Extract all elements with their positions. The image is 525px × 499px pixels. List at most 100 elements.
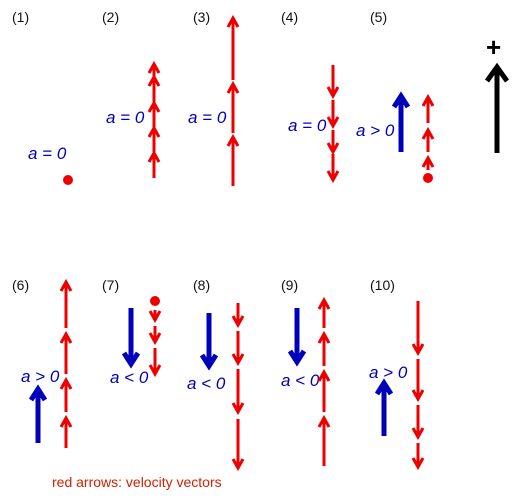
panel-3-number: (3): [193, 9, 210, 25]
panel-2-acceleration-label: a = 0: [106, 108, 145, 127]
panel-5-velocity-arrow: [421, 126, 435, 152]
panel-6-velocity-arrow-head: [59, 376, 73, 390]
panel-5-position-dot: [423, 173, 433, 183]
panel-9-velocity-arrow: [317, 368, 331, 412]
panel-5-acceleration-label: a > 0: [356, 121, 395, 140]
panel-8-velocity-arrow: [231, 369, 245, 416]
panel-4-velocity-arrow-head: [326, 86, 340, 100]
caption: red arrows: velocity vectors: [52, 474, 222, 490]
panel-3-velocity-arrow: [226, 133, 240, 186]
panel-5-velocity-arrow-head: [421, 126, 435, 140]
panel-2-velocity-arrow-head: [147, 99, 161, 113]
panel-9-velocity-arrow: [317, 296, 331, 328]
panel-4-velocity-arrow-head: [326, 170, 340, 184]
panel-10-velocity-arrow: [411, 301, 425, 357]
panel-10-velocity-arrow-head: [411, 457, 425, 471]
panel-7-velocity-arrow-head: [148, 332, 162, 346]
panel-5-velocity-arrow: [421, 154, 435, 170]
panel-7-velocity-arrow-head: [148, 364, 162, 378]
positive-direction-arrow-head: [484, 62, 510, 83]
panel-2-velocity-arrow-head: [147, 60, 161, 74]
panel-5-velocity-arrow-head: [421, 154, 435, 168]
panel-10-velocity-arrow: [411, 405, 425, 441]
panel-8-number: (8): [193, 277, 210, 293]
panel-4-velocity-arrow: [326, 100, 340, 130]
panel-9-velocity-arrow-head: [317, 296, 331, 310]
panel-9-acceleration-arrow-head: [287, 349, 307, 367]
panel-5-velocity-arrow: [421, 93, 435, 123]
panel-5-number: (5): [370, 9, 387, 25]
panel-2-velocity-arrow-head: [147, 149, 161, 163]
panel-6-number: (6): [12, 277, 29, 293]
panel-7-velocity-arrow: [148, 326, 162, 346]
panel-2-velocity-arrow: [147, 149, 161, 178]
panel-3-velocity-arrow: [226, 14, 240, 80]
panel-7-acceleration-arrow: [121, 308, 141, 369]
panel-8-velocity-arrow: [231, 419, 245, 472]
panel-6-acceleration-arrow-head: [28, 384, 48, 402]
panel-9-velocity-arrow: [317, 414, 331, 466]
panel-2-velocity-arrow: [147, 60, 161, 78]
panel-6-velocity-arrow-head: [59, 414, 73, 428]
panel-3-velocity-arrow-head: [226, 133, 240, 147]
panel-8-acceleration-label: a < 0: [187, 374, 226, 393]
panel-8-velocity-arrow-head: [231, 353, 245, 367]
panel-2-velocity-arrow: [147, 124, 161, 152]
panel-6-velocity-arrow: [59, 376, 73, 412]
panel-9-velocity-arrow-head: [317, 414, 331, 428]
panel-2-velocity-arrow: [147, 73, 161, 102]
panel-8-velocity-arrow-head: [231, 315, 245, 329]
panel-10-number: (10): [370, 277, 395, 293]
panel-6-velocity-arrow: [59, 414, 73, 448]
panel-4-acceleration-label: a = 0: [288, 116, 327, 135]
panel-7-acceleration-arrow-head: [121, 351, 141, 369]
panel-7-position-dot: [150, 296, 160, 306]
panel-8-velocity-arrow: [231, 303, 245, 329]
panel-1-position-dot: [63, 175, 73, 185]
panel-7-velocity-arrow: [148, 310, 162, 324]
panel-4-velocity-arrow: [326, 130, 340, 156]
panel-3-velocity-arrow-head: [226, 14, 240, 28]
panel-4-velocity-arrow: [326, 65, 340, 100]
panel-7-velocity-arrow-head: [148, 310, 162, 324]
panel-5-velocity-arrow-head: [421, 93, 435, 107]
panel-4-velocity-arrow-head: [326, 116, 340, 130]
panel-9-acceleration-label: a < 0: [281, 371, 320, 390]
panel-10-velocity-arrow-head: [411, 389, 425, 403]
positive-direction-label: +: [486, 32, 501, 62]
panel-1-acceleration-label: a = 0: [28, 144, 67, 163]
panel-9-acceleration-arrow: [287, 308, 307, 367]
panel-10-acceleration-arrow: [374, 378, 394, 436]
panel-10-acceleration-label: a > 0: [369, 363, 408, 382]
panel-1-number: (1): [12, 9, 29, 25]
panel-7-velocity-arrow: [148, 348, 162, 378]
panel-5-acceleration-arrow-head: [391, 91, 411, 109]
panel-9-number: (9): [281, 277, 298, 293]
panel-6-velocity-arrow: [59, 278, 73, 328]
panel-6-acceleration-label: a > 0: [21, 367, 60, 386]
panel-6-velocity-arrow-head: [59, 278, 73, 292]
panel-10-velocity-arrow-head: [411, 427, 425, 441]
panel-2-number: (2): [102, 9, 119, 25]
panel-10-velocity-arrow: [411, 359, 425, 403]
panel-6-velocity-arrow-head: [59, 330, 73, 344]
panel-6-velocity-arrow: [59, 330, 73, 374]
positive-direction-arrow: [484, 62, 510, 153]
panel-7-acceleration-label: a < 0: [110, 368, 149, 387]
panel-9-velocity-arrow: [317, 330, 331, 366]
panel-4-velocity-arrow-head: [326, 142, 340, 156]
panel-8-velocity-arrow: [231, 331, 245, 367]
panel-7-number: (7): [102, 277, 119, 293]
panel-4-velocity-arrow: [326, 154, 340, 184]
panel-2-velocity-arrow: [147, 99, 161, 128]
panel-4-number: (4): [281, 9, 298, 25]
panel-8-velocity-arrow-head: [231, 458, 245, 472]
panel-9-velocity-arrow-head: [317, 330, 331, 344]
panel-5-acceleration-arrow: [391, 91, 411, 152]
panel-3-acceleration-label: a = 0: [188, 108, 227, 127]
panel-8-acceleration-arrow-head: [199, 353, 219, 371]
panel-6-acceleration-arrow: [28, 384, 48, 443]
panel-3-velocity-arrow-head: [226, 80, 240, 94]
motion-marks: [28, 14, 510, 472]
